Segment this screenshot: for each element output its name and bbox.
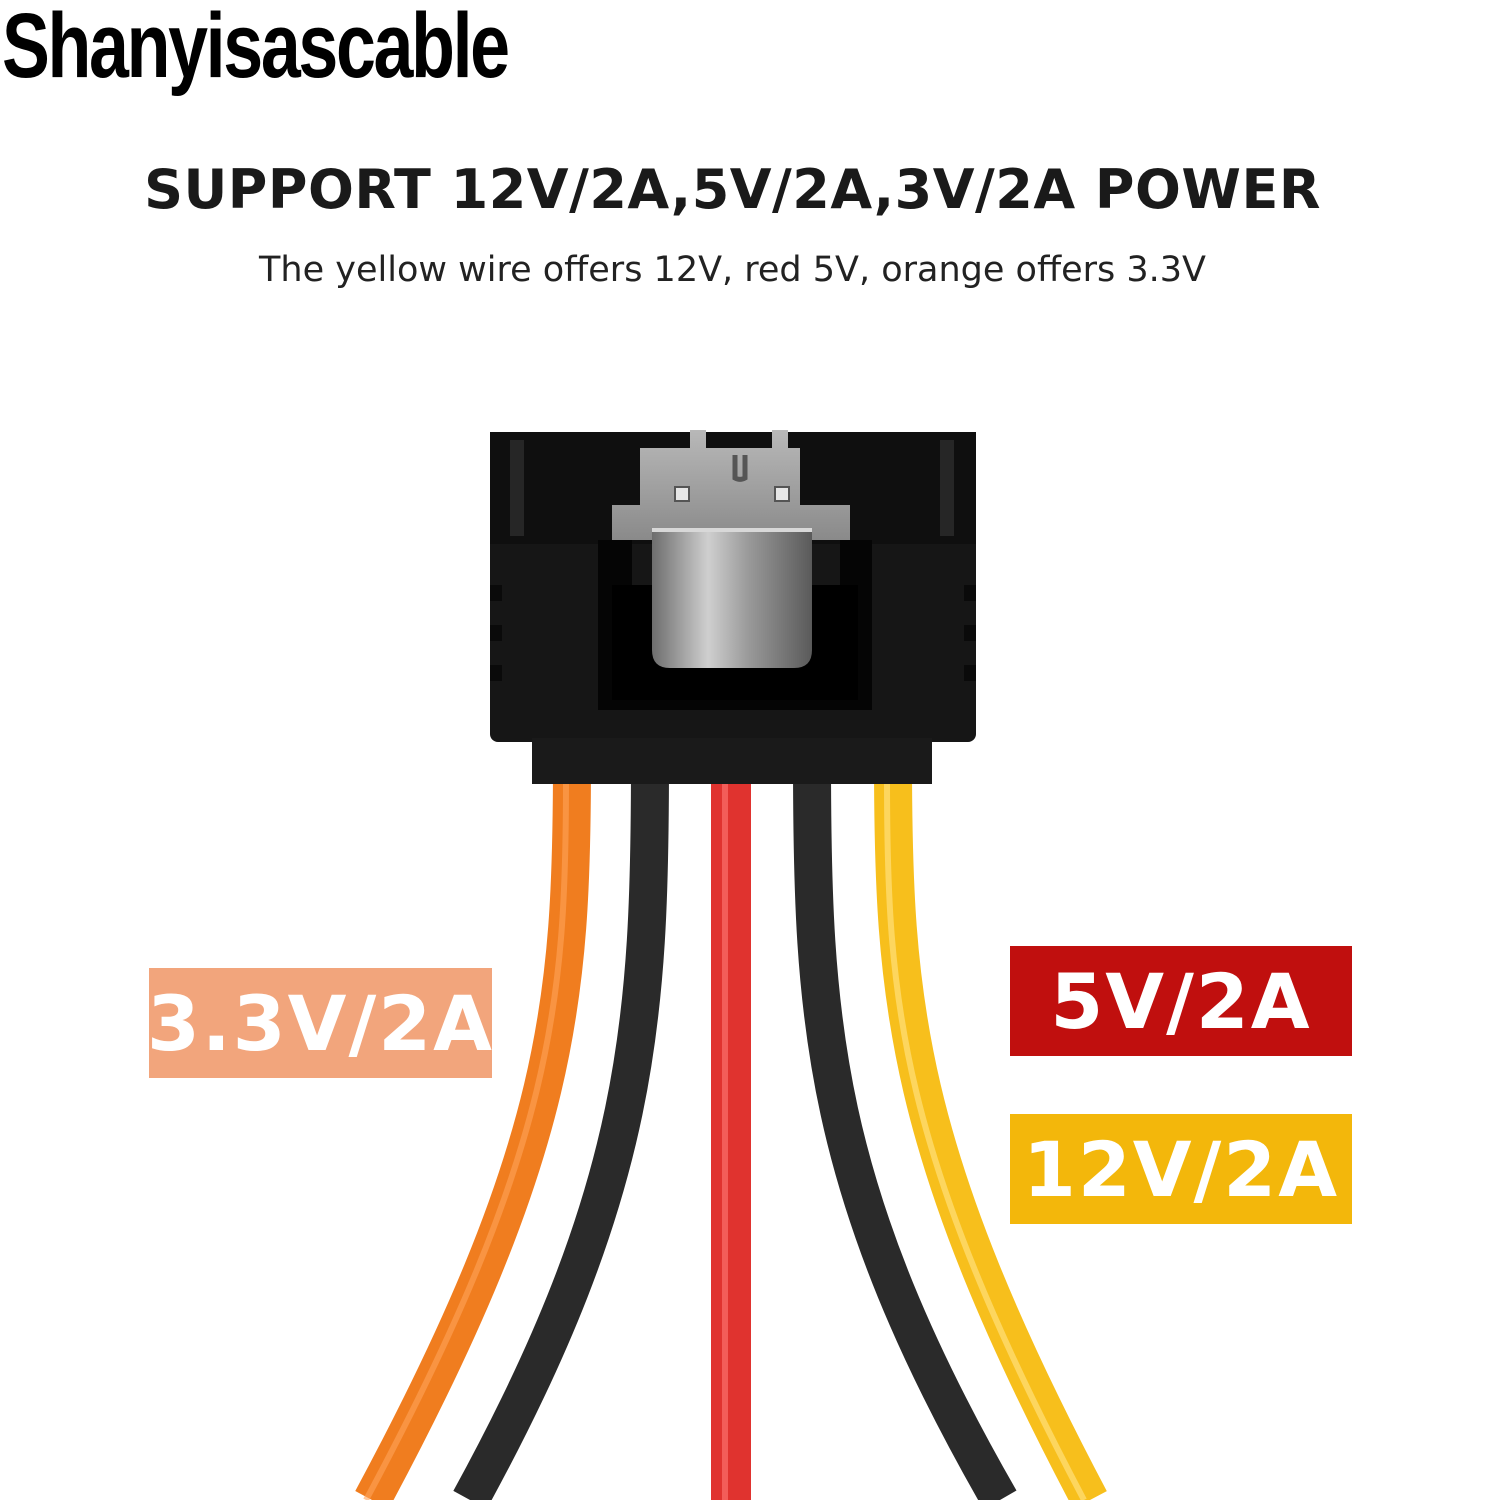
label-yellow-voltage: 12V/2A — [1010, 1114, 1352, 1224]
wire-black-right — [793, 759, 1017, 1500]
label-orange-voltage: 3.3V/2A — [147, 968, 492, 1078]
wire-bundle — [355, 759, 1107, 1500]
sata-connector — [490, 430, 976, 784]
wire-orange — [355, 759, 591, 1500]
subline: The yellow wire offers 12V, red 5V, oran… — [259, 250, 1206, 290]
headline: SUPPORT 12V/2A,5V/2A,3V/2A POWER — [144, 158, 1321, 221]
label-red-voltage: 5V/2A — [1010, 946, 1352, 1056]
metal-latch-plate — [612, 430, 850, 540]
wire-yellow — [874, 759, 1107, 1500]
wire-black-left — [453, 759, 669, 1500]
metal-latch-clip — [652, 530, 812, 668]
brand-watermark: Shanyisascable — [2, 0, 510, 97]
